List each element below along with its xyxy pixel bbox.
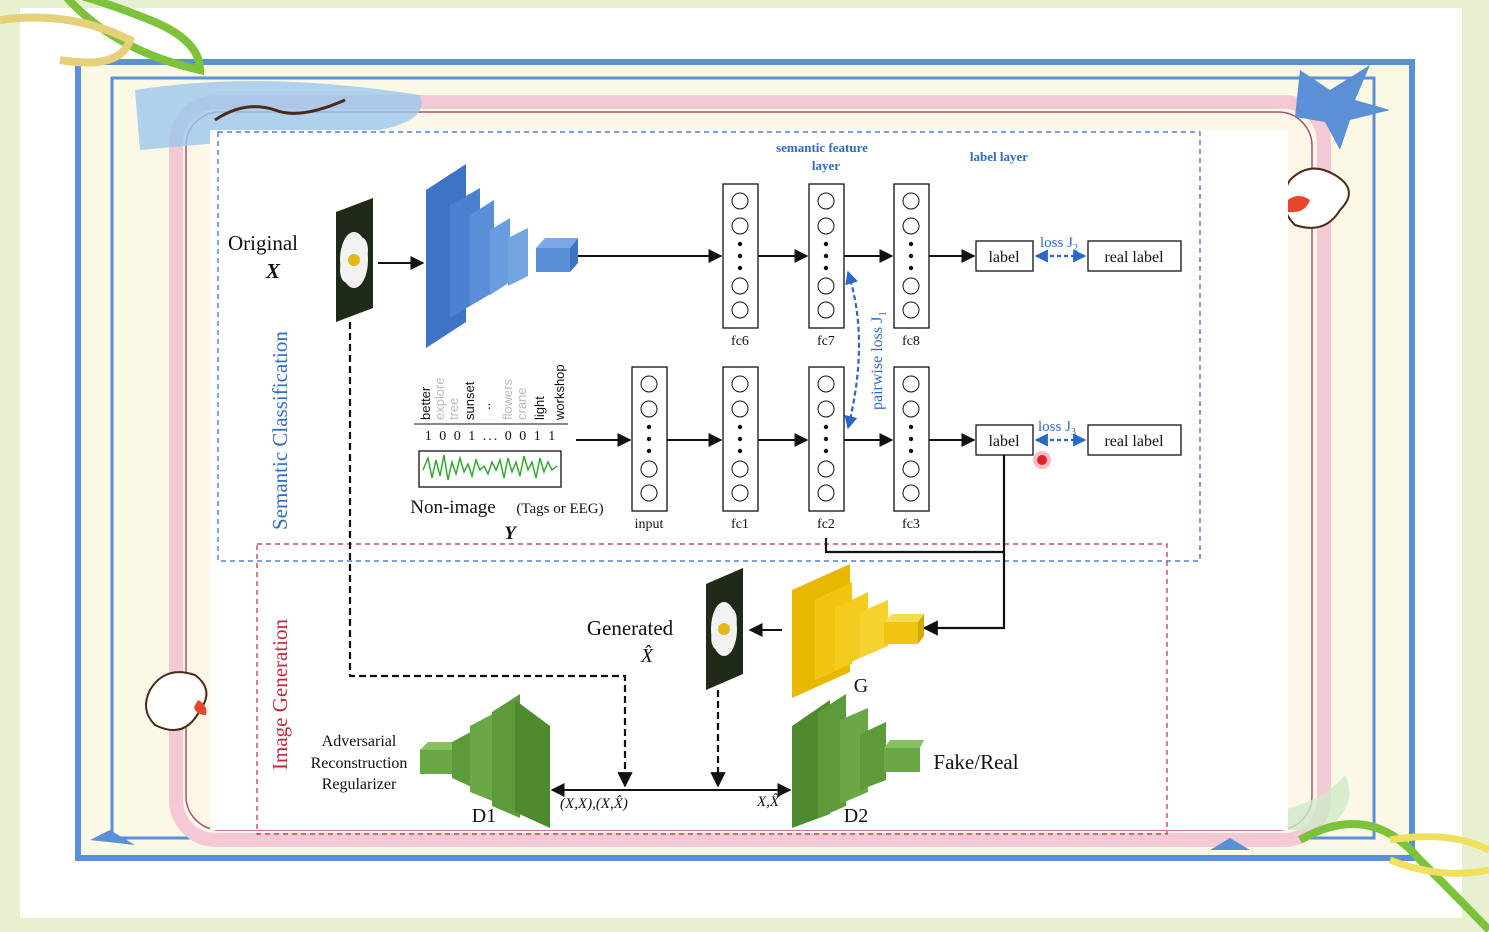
tag-7: light bbox=[532, 396, 547, 420]
arrow-fc2-to-generator bbox=[824, 538, 1004, 554]
tag-vector: 1 0 0 1 ... 0 0 1 1 bbox=[425, 429, 558, 444]
discriminator-d2 bbox=[792, 694, 924, 828]
layer-fc8 bbox=[893, 183, 930, 329]
layer-fc7 bbox=[808, 183, 845, 329]
eeg-signal bbox=[418, 450, 562, 488]
original-symbol: X bbox=[265, 259, 281, 283]
original-flower-image bbox=[336, 198, 373, 322]
tag-6: crane bbox=[514, 387, 529, 420]
d2-input-label: X,X̂ bbox=[756, 794, 780, 810]
layer-fc1 bbox=[722, 366, 759, 512]
fc3-caption: fc3 bbox=[902, 517, 920, 532]
label-box-bottom bbox=[975, 424, 1034, 456]
real-label-box-top bbox=[1087, 240, 1182, 272]
original-label: Original bbox=[228, 231, 298, 255]
layer-fc2 bbox=[808, 366, 845, 512]
semantic-section-box bbox=[217, 131, 1201, 562]
d1-label: D1 bbox=[472, 805, 496, 827]
input-caption: input bbox=[635, 517, 664, 532]
layer-fc6 bbox=[722, 183, 759, 329]
loss-j2-label: loss J2 bbox=[1040, 235, 1078, 254]
fc7-caption: fc7 bbox=[817, 334, 835, 349]
non-image-sub: (Tags or EEG) bbox=[516, 501, 603, 517]
generated-label: Generated bbox=[587, 616, 674, 640]
arrow-label-to-generator bbox=[922, 455, 1006, 636]
pairwise-loss-label: pairwise loss J1 bbox=[869, 311, 889, 410]
adversarial-label-3: Regularizer bbox=[322, 776, 397, 793]
section-semantic-classification: Semantic Classification bbox=[268, 331, 292, 530]
generated-flower-image bbox=[706, 568, 743, 690]
discriminator-d1 bbox=[420, 694, 550, 828]
tag-1: explore bbox=[432, 377, 447, 420]
generation-section-box bbox=[256, 543, 1168, 835]
tag-3: sunset bbox=[462, 381, 477, 420]
fc2-caption: fc2 bbox=[817, 517, 835, 532]
fc8-caption: fc8 bbox=[902, 334, 920, 349]
real-label-box-top-text: real label bbox=[1104, 249, 1164, 266]
pointer-cursor-dot bbox=[1033, 451, 1051, 469]
label-box-top bbox=[975, 240, 1034, 272]
non-image-symbol: Y bbox=[504, 523, 518, 544]
fc1-caption: fc1 bbox=[731, 517, 749, 532]
generated-symbol: X̂ bbox=[640, 644, 654, 667]
label-box-top-text: label bbox=[988, 249, 1020, 266]
real-label-box-bottom bbox=[1087, 424, 1182, 456]
generator-yellow bbox=[792, 564, 924, 698]
header-semantic-feature-layer: semantic feature bbox=[776, 140, 868, 155]
section-image-generation: Image Generation bbox=[268, 618, 292, 770]
fake-real-label: Fake/Real bbox=[933, 750, 1018, 774]
dashed-original-to-d1 bbox=[348, 322, 633, 788]
generator-label: G bbox=[854, 675, 868, 697]
d2-label: D2 bbox=[844, 805, 868, 827]
tag-5: flowers bbox=[500, 378, 515, 420]
tag-8: workshop bbox=[552, 364, 567, 421]
tags-list: better explore tree sunset .. flowers cr… bbox=[418, 364, 567, 421]
header-label-layer: label layer bbox=[970, 149, 1028, 164]
fc6-caption: fc6 bbox=[731, 334, 749, 349]
header-semantic-feature-layer-2: layer bbox=[812, 158, 840, 173]
cnn-encoder-blue bbox=[426, 164, 578, 348]
tag-2: tree bbox=[446, 398, 461, 420]
label-box-bottom-text: label bbox=[988, 433, 1020, 450]
d1-input-label: (X,X),(X,X̂) bbox=[560, 796, 628, 812]
non-image-label: Non-image bbox=[410, 497, 495, 518]
real-label-box-bottom-text: real label bbox=[1104, 433, 1164, 450]
layer-fc3 bbox=[893, 366, 930, 512]
layer-input bbox=[631, 366, 668, 512]
tag-0: better bbox=[418, 386, 433, 420]
tag-4: .. bbox=[478, 403, 493, 410]
pairwise-loss-arrow bbox=[844, 270, 861, 430]
adversarial-label-2: Reconstruction bbox=[311, 755, 408, 772]
adversarial-label-1: Adversarial bbox=[322, 733, 397, 750]
loss-j3-label: loss J3 bbox=[1038, 419, 1076, 438]
